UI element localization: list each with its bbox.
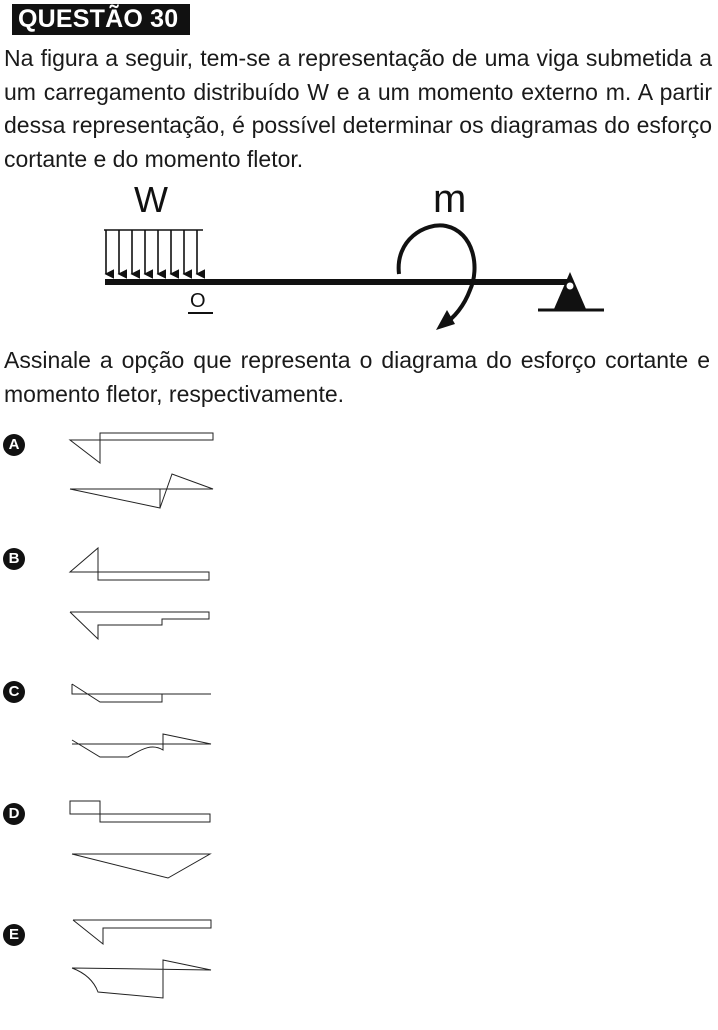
moment-label: m [433,178,466,221]
option-c-diagram[interactable] [0,674,230,764]
question-title: QUESTÃO 30 [12,4,190,35]
pin-support [538,272,604,312]
option-c-letter[interactable]: C [3,681,25,703]
point-label: O [190,290,206,312]
distributed-load-arrows [104,229,205,279]
option-b-diagram[interactable] [0,540,230,642]
option-e-diagram[interactable] [0,914,230,1006]
option-a-letter[interactable]: A [3,434,25,456]
question-statement: Na figura a seguir, tem-se a representaç… [4,45,712,172]
question-prompt: Assinale a opção que representa o diagra… [4,347,710,407]
option-d-diagram[interactable] [0,796,230,884]
load-label: W [134,179,168,220]
moment-arrow [396,223,477,328]
option-a-diagram[interactable] [0,428,230,514]
option-b-letter[interactable]: B [3,548,25,570]
beam-figure: W m O [104,178,604,330]
option-e-letter[interactable]: E [3,924,25,946]
option-d-letter[interactable]: D [3,803,25,825]
